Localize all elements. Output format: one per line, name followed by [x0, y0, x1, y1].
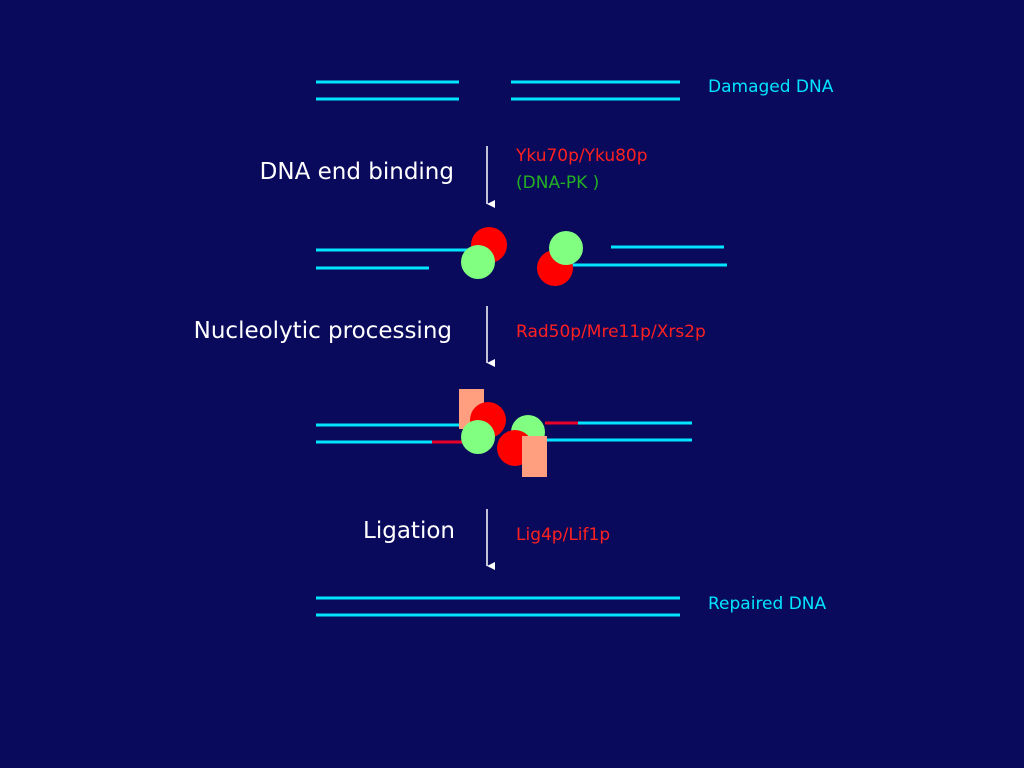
step-name-end-binding: DNA end binding: [259, 159, 454, 185]
step-name-processing: Nucleolytic processing: [193, 318, 452, 344]
ku80-protein: [461, 245, 495, 279]
dnapk-label: (DNA-PK ): [516, 173, 600, 193]
repaired-dna-label: Repaired DNA: [708, 594, 827, 614]
ku-bound-dna: [316, 227, 727, 286]
damaged-dna: [316, 80, 680, 101]
step-name-ligation: Ligation: [363, 518, 455, 544]
rad50-complex: [522, 436, 547, 477]
protein-label-ku: Yku70p/Yku80p: [516, 146, 648, 166]
protein-label-rad50: Rad50p/Mre11p/Xrs2p: [516, 322, 706, 342]
ku80-protein: [549, 231, 583, 265]
processing-complex: [316, 389, 692, 477]
protein-label-lig4: Lig4p/Lif1p: [516, 525, 611, 545]
damaged-dna-label: Damaged DNA: [708, 77, 834, 97]
ku80-protein: [461, 420, 495, 454]
repaired-dna: [316, 596, 680, 617]
